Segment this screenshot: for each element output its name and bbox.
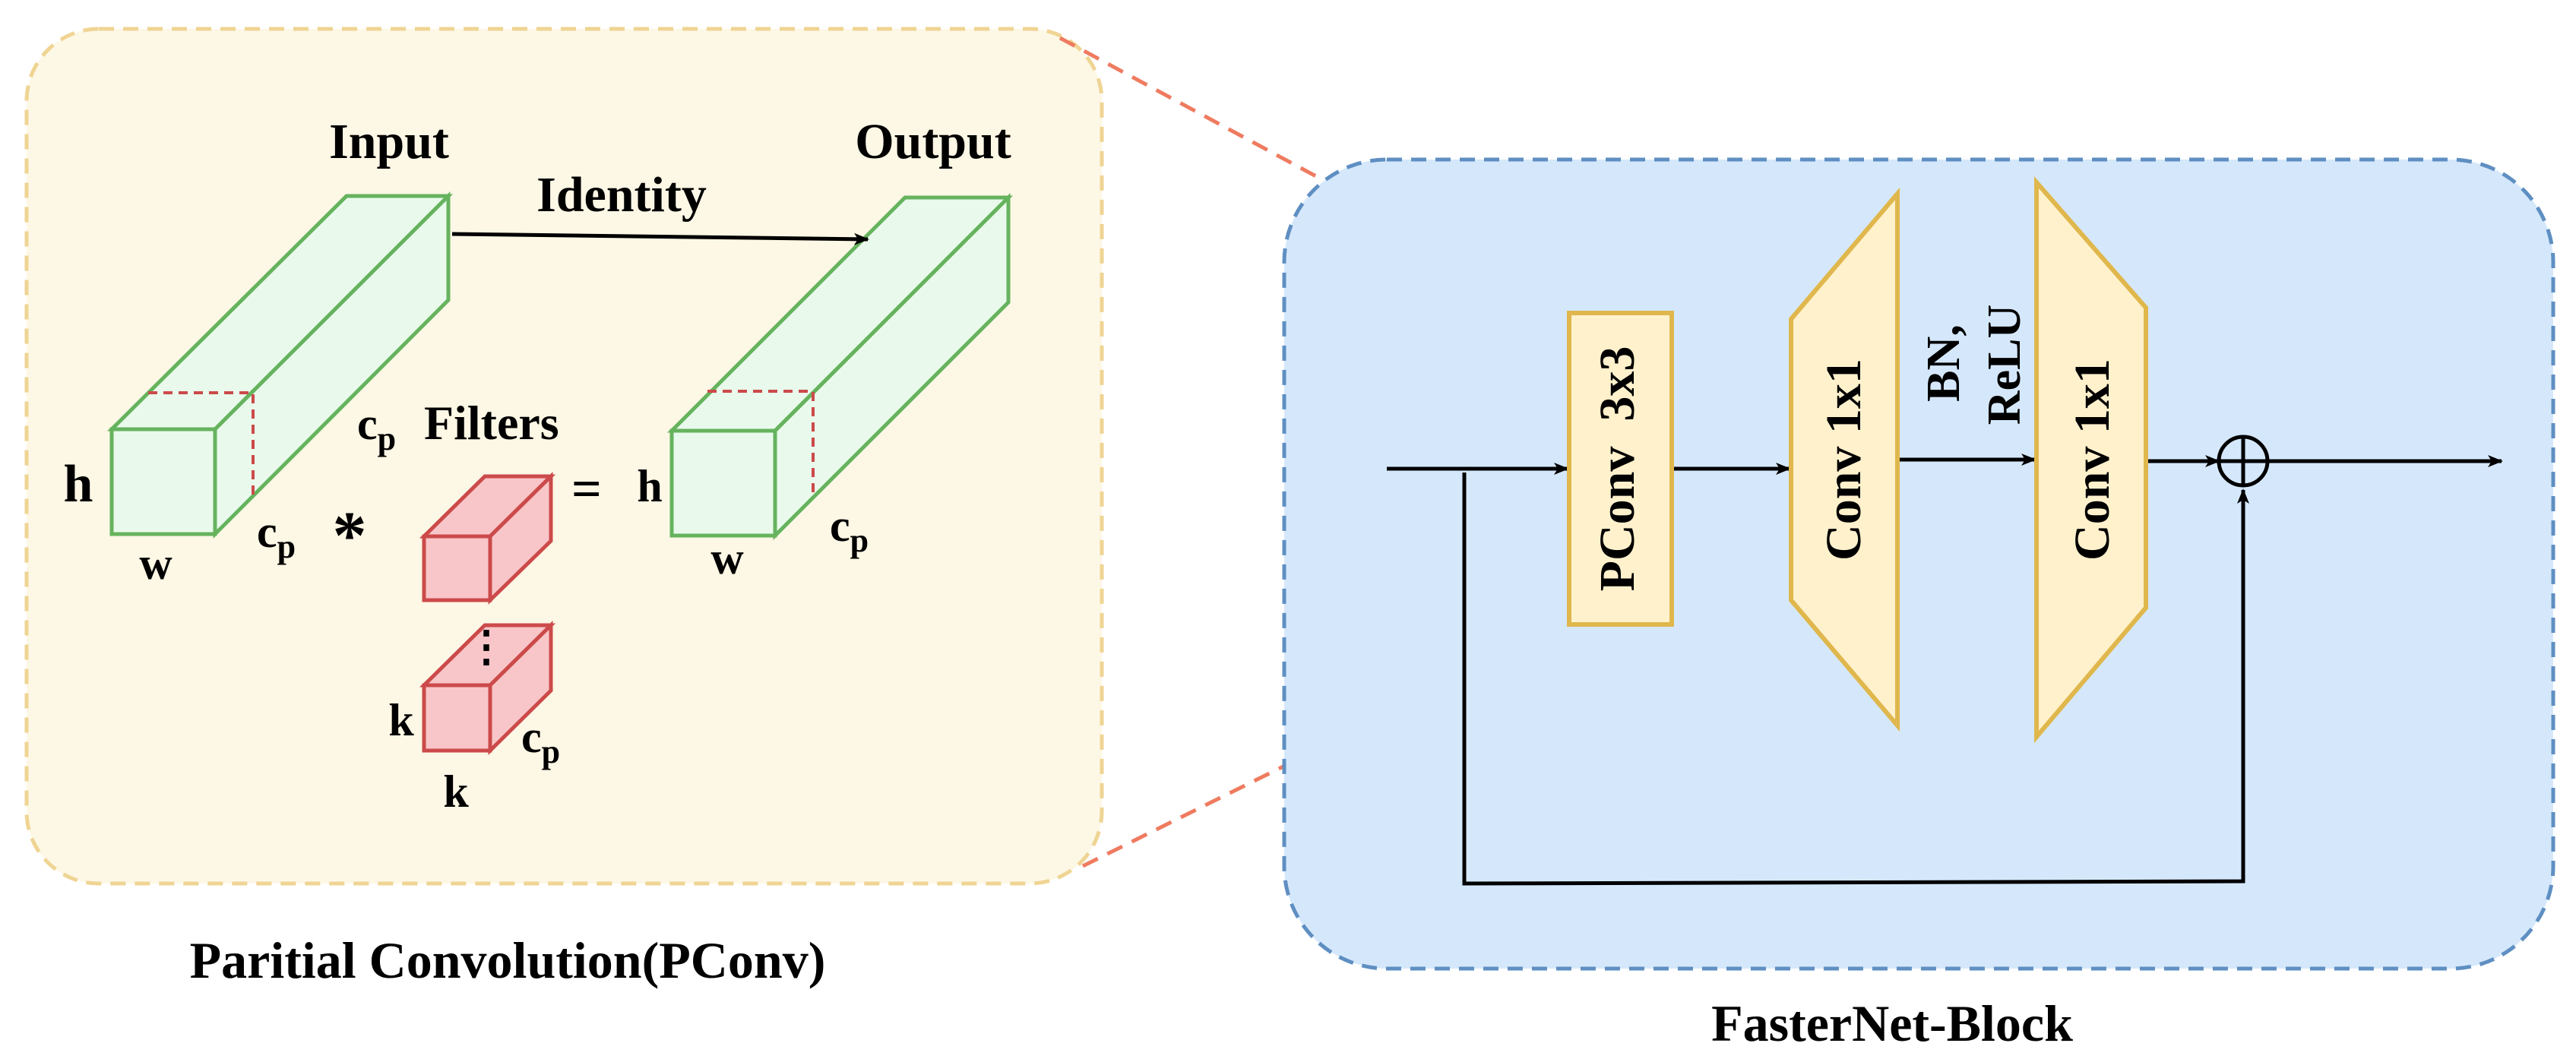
output-h-label: h [637, 461, 662, 511]
input-label: Input [329, 114, 449, 169]
pconv-block [1567, 311, 1674, 627]
relu-label: ReLU [1979, 305, 2030, 425]
filter-k-label-left: k [388, 695, 414, 745]
conv1-block [1789, 187, 1900, 732]
output-tensor [666, 192, 1014, 541]
conv1-block-label: Conv 1x1 [1816, 359, 1872, 561]
filters-cp-label: cp [357, 399, 396, 457]
conv-operator: * [333, 498, 367, 574]
filter-k-label-bottom: k [443, 767, 469, 817]
bn-label: BN, [1918, 324, 1970, 402]
equals-operator: = [571, 460, 602, 519]
conv2-block-label: Conv 1x1 [2065, 359, 2120, 561]
pconv-block-label: PConv 3x3 [1590, 346, 1645, 592]
output-w-label: w [710, 533, 744, 583]
identity-arrow [451, 232, 869, 245]
filter-cp-label: cp [521, 712, 560, 770]
pconv-caption: Paritial Convolution(PConv) [190, 931, 826, 989]
input-w-label: w [139, 539, 172, 589]
filters-label: Filters [424, 396, 559, 450]
input-cp-label: cp [257, 507, 296, 565]
input-tensor [106, 191, 454, 539]
pconv-panel [24, 27, 1104, 886]
ellipsis: ⋮ [465, 624, 508, 671]
filter-cube-bottom [419, 621, 556, 755]
zoom-line-top [1059, 36, 1571, 315]
filter-cube-top [419, 472, 556, 605]
conv2-block [2034, 176, 2148, 744]
input-h-label: h [64, 455, 93, 514]
add-node [2217, 435, 2270, 488]
identity-label: Identity [536, 167, 707, 223]
output-cp-label: cp [830, 501, 869, 559]
output-label: Output [855, 114, 1011, 169]
fasternet-panel [1282, 157, 2555, 971]
skip-connection [1462, 473, 2249, 886]
fasternet-caption: FasterNet-Block [1711, 994, 2073, 1052]
